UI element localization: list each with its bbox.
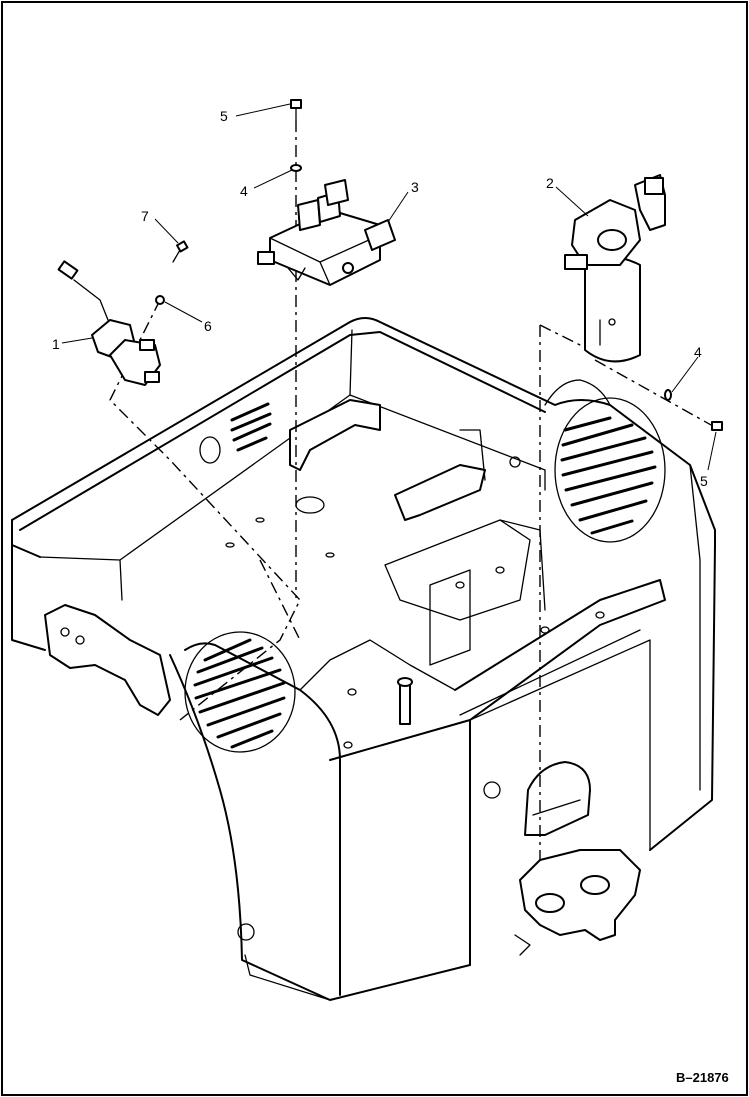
callout-4-top: 4 — [240, 183, 248, 199]
callout-1: 1 — [52, 336, 60, 352]
alignment-centerlines — [109, 120, 721, 860]
rear-vent-grill — [230, 402, 272, 452]
callout-3: 3 — [411, 179, 419, 195]
frame-assembly — [11, 317, 716, 1001]
figure-id: B–21876 — [676, 1070, 729, 1085]
callout-7: 7 — [141, 208, 149, 224]
hardware-bolts-washers — [155, 99, 723, 431]
part-1-solenoid — [57, 260, 161, 386]
callout-5-right: 5 — [700, 473, 708, 489]
callout-2: 2 — [546, 175, 554, 191]
callout-4-right: 4 — [694, 344, 702, 360]
right-vent-grill — [554, 397, 666, 543]
callout-6: 6 — [204, 318, 212, 334]
leader-lines — [61, 103, 717, 471]
part-2-filter — [564, 174, 666, 363]
callout-5-top: 5 — [220, 108, 228, 124]
part-3-valve-block — [257, 179, 396, 286]
left-vent-grill — [184, 631, 296, 753]
